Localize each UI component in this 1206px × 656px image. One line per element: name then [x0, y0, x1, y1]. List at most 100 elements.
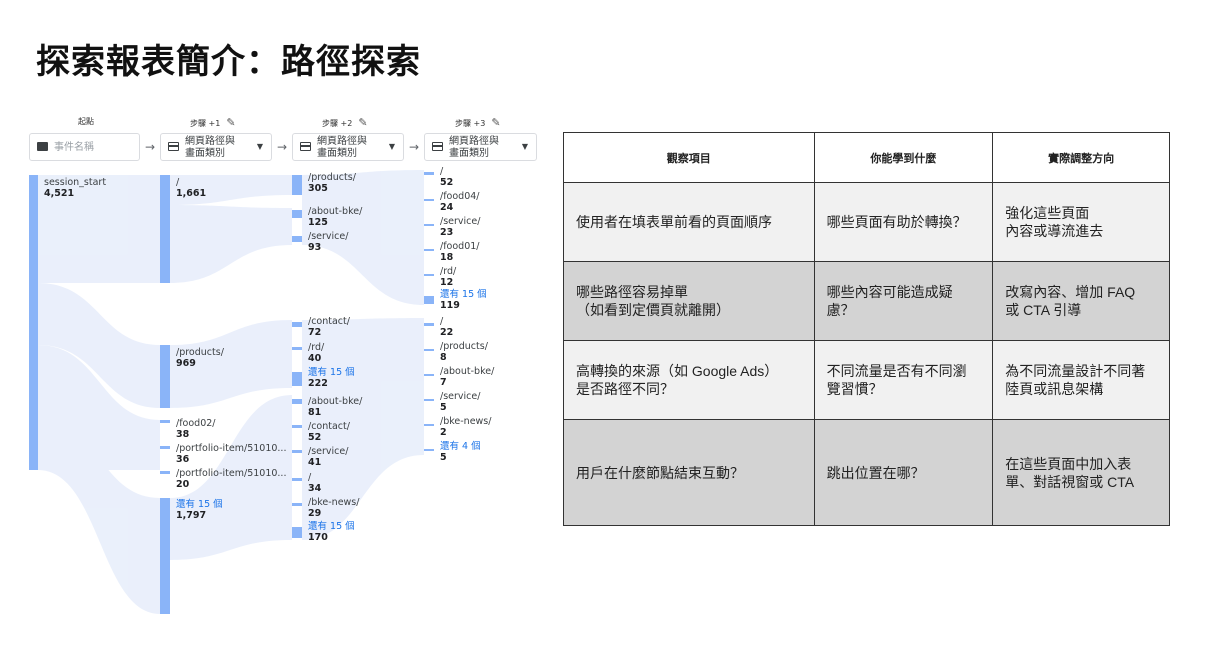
node-step2[interactable]: /contact/52	[308, 421, 350, 443]
node-step1[interactable]: /products/969	[176, 347, 224, 369]
flow-start-to-products	[38, 283, 160, 408]
cursor-icon	[37, 142, 48, 151]
flow-ribbons	[38, 170, 424, 614]
node-step2[interactable]: /contact/72	[308, 316, 350, 338]
node-bar[interactable]	[424, 323, 434, 326]
pencil-icon[interactable]: ✎	[226, 116, 236, 129]
node-bar[interactable]	[160, 420, 170, 423]
table-cell: 哪些路徑容易掉單 （如看到定價頁就離開）	[563, 261, 815, 341]
node-bar[interactable]	[292, 175, 302, 195]
node-bar[interactable]	[292, 527, 302, 538]
flow-step2b-to-step3	[302, 318, 424, 540]
arrow-right-icon: →	[409, 140, 420, 154]
node-step3[interactable]: /service/5	[440, 391, 481, 413]
node-bar[interactable]	[292, 425, 302, 428]
table-cell: 哪些內容可能造成疑 慮？	[813, 261, 994, 341]
node-step1[interactable]: /portfolio-item/51010...20	[176, 468, 287, 490]
node-step3[interactable]: /52	[440, 166, 454, 188]
node-step1[interactable]: /food02/38	[176, 418, 216, 440]
node-step2[interactable]: /service/41	[308, 446, 349, 468]
node-bar[interactable]	[424, 374, 434, 376]
column-header: 觀察項目	[563, 132, 815, 183]
start-point-dropdown[interactable]: 事件名稱	[29, 133, 140, 161]
node-step2[interactable]: /service/93	[308, 231, 349, 253]
table-cell: 用戶在什麼節點結束互動？	[563, 419, 815, 526]
table-row: 使用者在填表單前看的頁面順序 哪些頁面有助於轉換？ 強化這些頁面 內容或導流進去	[563, 182, 1170, 262]
node-step3[interactable]: /food01/18	[440, 241, 480, 263]
step-label-2[interactable]: 步驟 +2✎	[322, 116, 368, 129]
pencil-icon[interactable]: ✎	[358, 116, 368, 129]
step-label-1[interactable]: 步驟 +1✎	[190, 116, 236, 129]
node-bar[interactable]	[424, 349, 434, 351]
node-bar[interactable]	[292, 478, 302, 481]
node-step3[interactable]: /service/23	[440, 216, 481, 238]
table-cell: 高轉換的來源（如 Google Ads） 是否路徑不同？	[563, 340, 815, 420]
node-bar[interactable]	[424, 449, 434, 451]
node-bar[interactable]	[292, 450, 302, 453]
node-step1[interactable]: /1,661	[176, 177, 207, 199]
node-bar[interactable]	[424, 296, 434, 304]
node-bar[interactable]	[424, 172, 434, 175]
node-bar[interactable]	[292, 372, 302, 386]
node-bar[interactable]	[424, 249, 434, 251]
table-cell: 為不同流量設計不同著 陸頁或訊息架構	[992, 340, 1170, 420]
arrow-right-icon: →	[145, 140, 156, 154]
page-icon	[168, 142, 179, 151]
node-bar[interactable]	[292, 347, 302, 350]
flow-root-to-step2	[170, 175, 292, 205]
node-bar[interactable]	[424, 199, 434, 201]
node-bar[interactable]	[29, 175, 38, 470]
node-step3[interactable]: /rd/12	[440, 266, 457, 288]
node-session-start[interactable]: session_start 4,521	[44, 177, 107, 199]
node-bar[interactable]	[160, 446, 170, 449]
page-icon	[432, 142, 443, 151]
node-bar[interactable]	[424, 224, 434, 226]
chevron-down-icon: ▼	[256, 142, 263, 151]
table-cell: 改寫內容、增加 FAQ 或 CTA 引導	[992, 261, 1170, 341]
node-bar[interactable]	[424, 399, 434, 401]
node-bar[interactable]	[424, 424, 434, 426]
step2-dimension-dropdown[interactable]: 網頁路徑與 畫面類別 ▼	[292, 133, 404, 161]
page-title: 探索報表簡介：路徑探索	[36, 42, 421, 82]
step1-dimension-dropdown[interactable]: 網頁路徑與 畫面類別 ▼	[160, 133, 272, 161]
node-step2[interactable]: /rd/40	[308, 342, 325, 364]
node-bar[interactable]	[292, 503, 302, 506]
step-label-start: 起點	[78, 117, 94, 126]
node-bar[interactable]	[292, 210, 302, 218]
node-step3[interactable]: /bke-news/2	[440, 416, 492, 438]
flow-root-to-step2b	[170, 205, 292, 283]
flow-start-to-more	[38, 420, 160, 614]
node-step2[interactable]: /about-bke/125	[308, 206, 363, 228]
observation-table: 觀察項目 你能學到什麼 實際調整方向 使用者在填表單前看的頁面順序 哪些頁面有助…	[563, 132, 1170, 526]
pencil-icon[interactable]: ✎	[491, 116, 501, 129]
node-step3[interactable]: /products/8	[440, 341, 488, 363]
node-step3[interactable]: /22	[440, 316, 454, 338]
node-step2[interactable]: /34	[308, 472, 322, 494]
flow-more-to-step2	[170, 395, 292, 560]
node-bar[interactable]	[424, 274, 434, 276]
node-step1[interactable]: /portfolio-item/51010...36	[176, 443, 287, 465]
node-step2[interactable]: /bke-news/29	[308, 497, 360, 519]
node-bar[interactable]	[292, 399, 302, 404]
node-step3[interactable]: /about-bke/7	[440, 366, 495, 388]
node-step3[interactable]: /food04/24	[440, 191, 480, 213]
table-header-row: 觀察項目 你能學到什麼 實際調整方向	[563, 132, 1170, 183]
step-label-3[interactable]: 步驟 +3✎	[455, 116, 501, 129]
table-cell: 不同流量是否有不同瀏 覽習慣？	[813, 340, 994, 420]
column-header: 實際調整方向	[992, 132, 1170, 183]
node-bar[interactable]	[160, 345, 170, 408]
page-icon	[300, 142, 311, 151]
node-bar[interactable]	[160, 175, 170, 283]
node-step2[interactable]: /products/305	[308, 172, 356, 194]
node-bar[interactable]	[160, 471, 170, 474]
node-step2[interactable]: /about-bke/81	[308, 396, 363, 418]
node-bar[interactable]	[160, 498, 170, 614]
node-bar[interactable]	[292, 236, 302, 242]
node-bar[interactable]	[292, 322, 302, 327]
step3-dimension-dropdown[interactable]: 網頁路徑與 畫面類別 ▼	[424, 133, 537, 161]
